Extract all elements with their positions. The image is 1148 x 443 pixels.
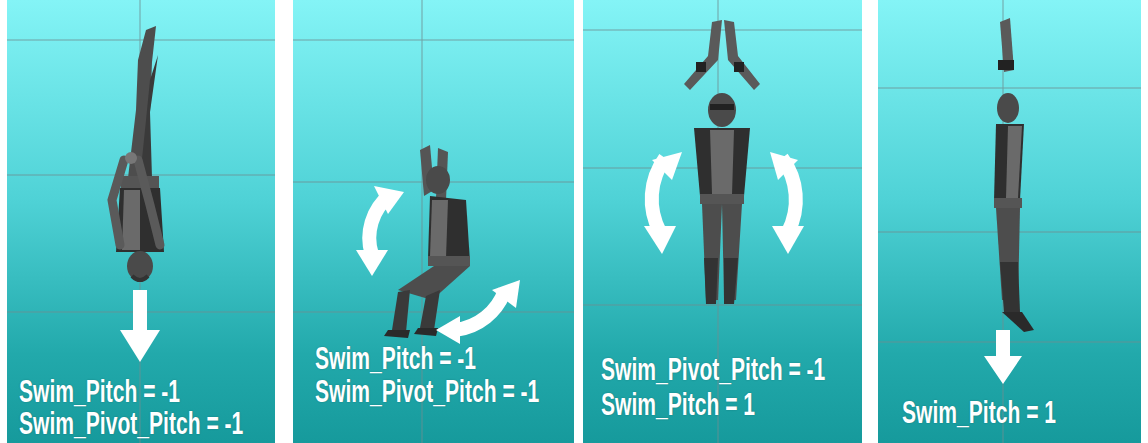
figure-upright-rotating xyxy=(644,20,804,304)
parameter-label: Swim_Pitch = -1 xyxy=(19,376,180,408)
pose-panel: Swim_Pitch = -1Swim_Pivot_Pitch = -1 xyxy=(7,0,275,443)
parameter-label: Swim_Pivot_Pitch = -1 xyxy=(601,354,825,386)
figure-tucked-rotating xyxy=(356,145,520,344)
pose-panel: Swim_Pitch = -1Swim_Pivot_Pitch = -1 xyxy=(293,0,574,443)
parameter-label: Swim_Pitch = -1 xyxy=(315,343,476,375)
parameter-label: Swim_Pivot_Pitch = -1 xyxy=(315,376,539,408)
parameter-label: Swim_Pitch = 1 xyxy=(601,389,755,421)
pose-panel: Swim_Pitch = 1 xyxy=(878,0,1141,443)
grid-lines xyxy=(7,0,1141,443)
parameter-label: Swim_Pitch = 1 xyxy=(902,397,1056,429)
pose-panel: Swim_Pivot_Pitch = -1Swim_Pitch = 1 xyxy=(583,0,862,443)
parameter-label: Swim_Pivot_Pitch = -1 xyxy=(19,408,243,440)
figure-rising-up xyxy=(984,18,1034,384)
figure-diving-down xyxy=(112,26,164,362)
